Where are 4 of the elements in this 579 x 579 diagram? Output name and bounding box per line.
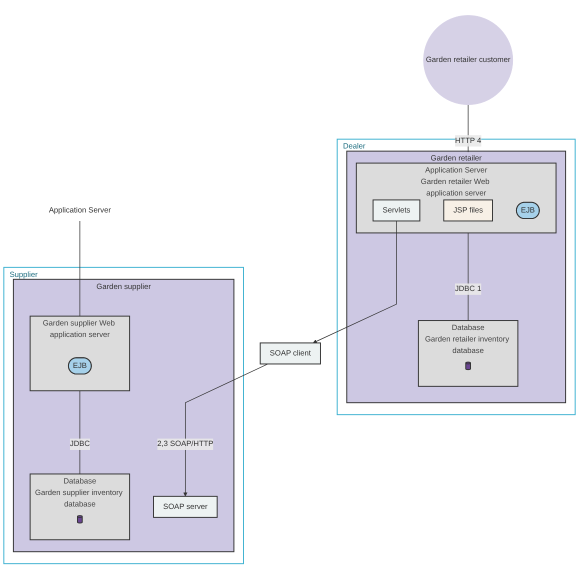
node-cylinder — [465, 362, 471, 370]
arrow — [312, 220, 397, 344]
node-cylinder — [77, 515, 83, 524]
arrow — [183, 364, 268, 497]
